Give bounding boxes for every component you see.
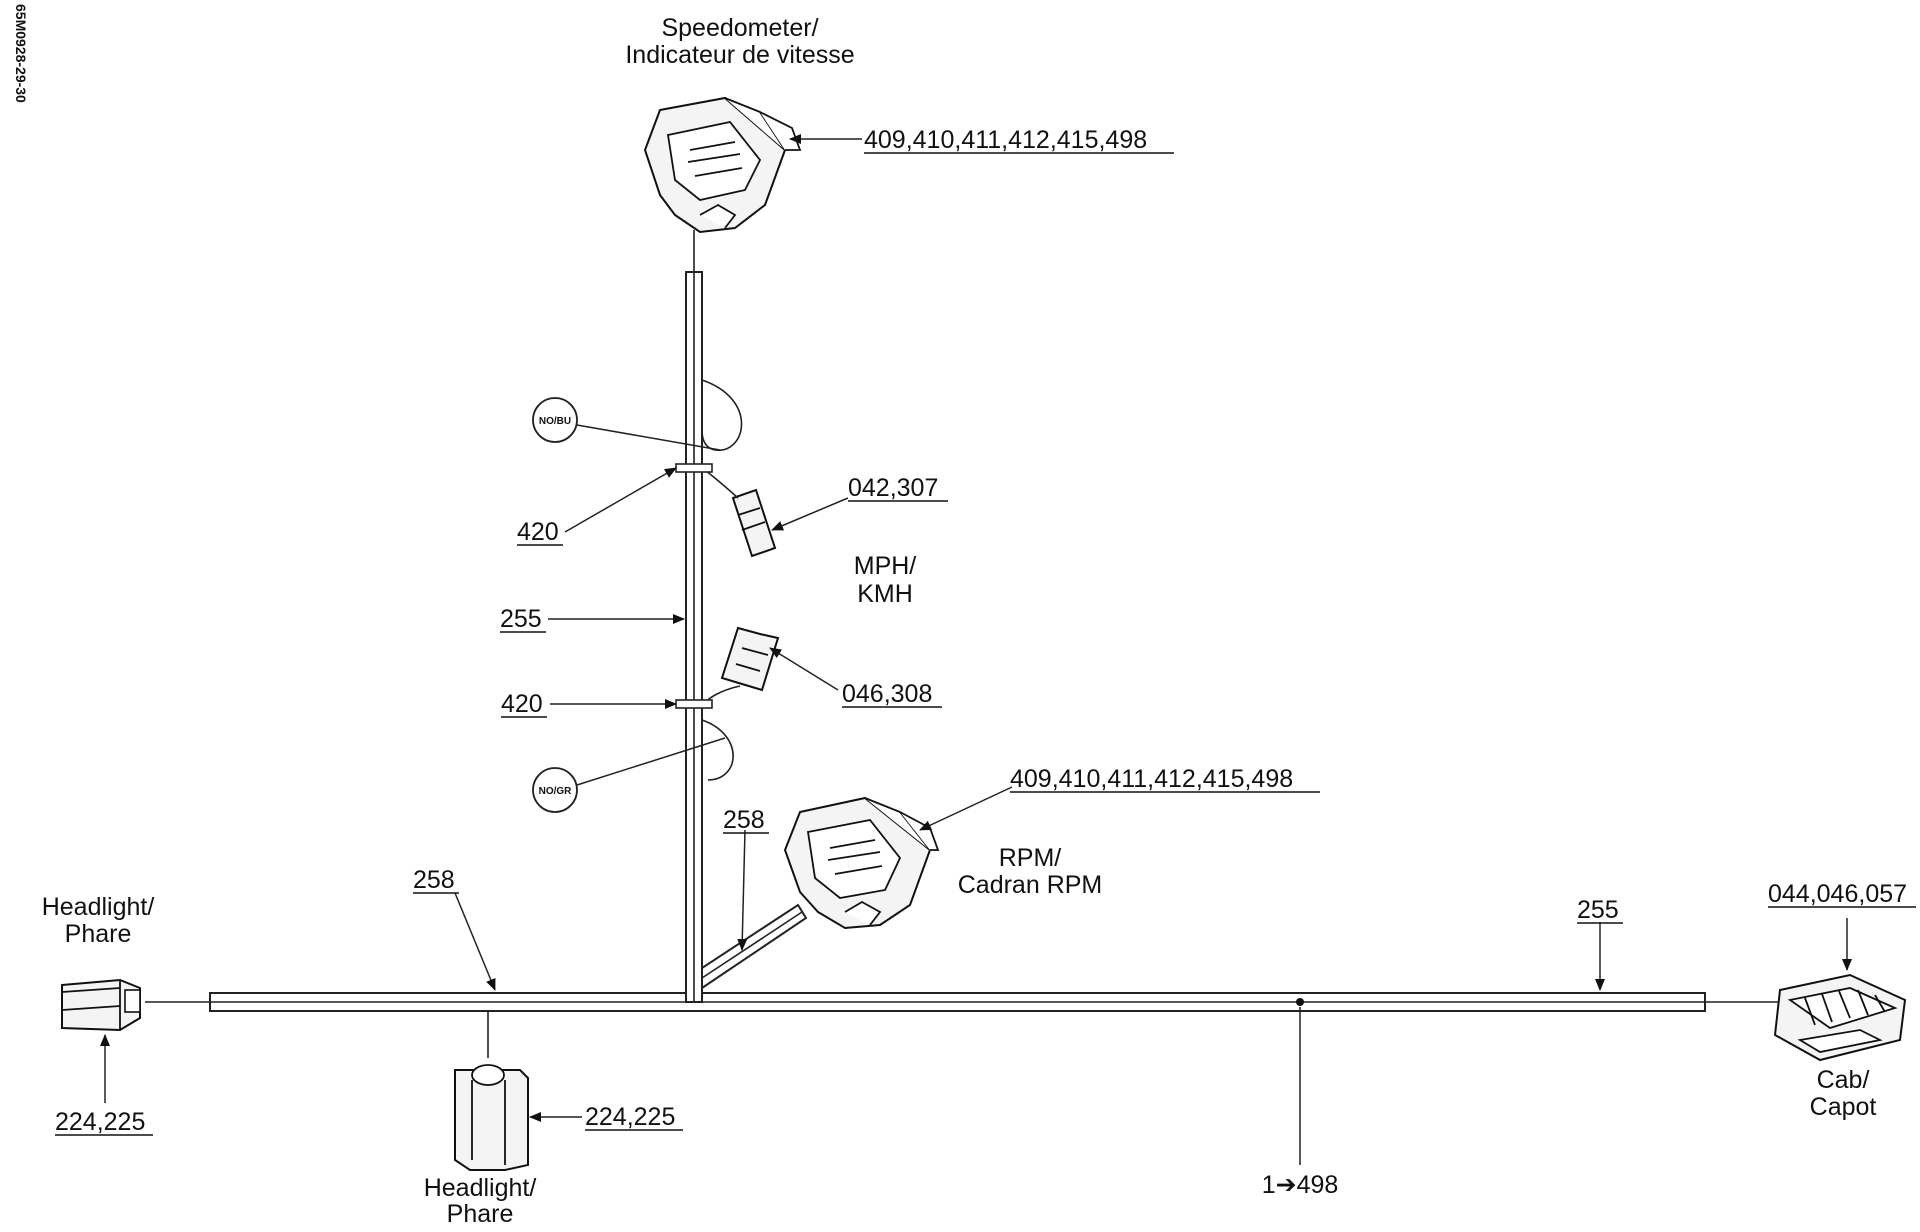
pn-right-harness: 255 bbox=[1577, 896, 1623, 924]
mph-connector-upper bbox=[701, 467, 777, 558]
cab-connector bbox=[1773, 973, 1907, 1062]
pn-mph-lower-text: 046,308 bbox=[842, 680, 932, 708]
pn-tie-lower: 420 bbox=[501, 690, 547, 718]
pn-rpm-connector-text: 409,410,411,412,415,498 bbox=[1010, 765, 1293, 793]
pn-vertical-harness-text: 255 bbox=[500, 605, 542, 633]
pn-headlight-bottom: 224,225 bbox=[585, 1103, 683, 1131]
pn-cab-connector: 044,046,057 bbox=[1768, 880, 1916, 908]
pn-vertical-harness: 255 bbox=[500, 605, 546, 633]
label-headlight-bottom-line1: Headlight/ bbox=[424, 1174, 537, 1202]
label-headlight-left: Headlight/ Phare bbox=[42, 893, 155, 948]
pn-tie-upper-text: 420 bbox=[517, 518, 559, 546]
label-mph: MPH/ KMH bbox=[854, 552, 917, 608]
label-headlight-left-line2: Phare bbox=[65, 920, 132, 948]
leaders bbox=[100, 134, 1852, 1165]
wire-loop-lower bbox=[701, 719, 734, 781]
pn-rpm-branch-text: 258 bbox=[723, 806, 765, 834]
label-headlight-left-line1: Headlight/ bbox=[42, 893, 155, 921]
pn-splice-text: 1➔498 bbox=[1262, 1171, 1339, 1199]
vertical-harness bbox=[685, 230, 703, 1003]
wire-loop-upper bbox=[701, 379, 743, 451]
speedometer-connector bbox=[643, 96, 802, 234]
pn-tie-upper: 420 bbox=[517, 518, 563, 546]
wire-color-no-bu: NO/BU bbox=[532, 397, 721, 451]
drawing-id: 65M0928-29-30 bbox=[13, 4, 29, 103]
label-headlight-bottom: Headlight/ Phare bbox=[424, 1174, 537, 1228]
pn-mph-upper: 042,307 bbox=[848, 474, 948, 502]
label-speedometer-line1: Speedometer/ bbox=[661, 14, 818, 42]
pn-headlight-left-text: 224,225 bbox=[55, 1108, 145, 1136]
pn-mph-lower: 046,308 bbox=[842, 680, 942, 708]
pn-splice: 1➔498 bbox=[1262, 1171, 1339, 1199]
wire-color-no-bu-text: NO/BU bbox=[539, 416, 571, 427]
label-mph-line2: KMH bbox=[857, 580, 913, 608]
rpm-connector bbox=[783, 796, 940, 930]
label-headlight-bottom-line2: Phare bbox=[447, 1200, 514, 1227]
label-speedometer-line2: Indicateur de vitesse bbox=[625, 41, 854, 69]
label-cab-line2: Capot bbox=[1810, 1093, 1877, 1121]
headlight-bottom-connector bbox=[454, 1011, 529, 1171]
pn-rpm-branch: 258 bbox=[723, 806, 769, 834]
cable-tie-lower bbox=[675, 699, 713, 709]
main-harness bbox=[145, 992, 1790, 1012]
pn-left-harness: 258 bbox=[413, 866, 459, 894]
pn-speedometer-connector: 409,410,411,412,415,498 bbox=[864, 126, 1174, 154]
pn-headlight-bottom-text: 224,225 bbox=[585, 1103, 675, 1131]
pn-headlight-left: 224,225 bbox=[55, 1108, 153, 1136]
pn-rpm-connector: 409,410,411,412,415,498 bbox=[1010, 765, 1320, 793]
label-mph-line1: MPH/ bbox=[854, 552, 917, 580]
mph-connector-lower bbox=[703, 626, 780, 707]
pn-tie-lower-text: 420 bbox=[501, 690, 543, 718]
pn-mph-upper-text: 042,307 bbox=[848, 474, 938, 502]
wire-color-no-gr: NO/GR bbox=[532, 737, 726, 813]
pn-cab-connector-text: 044,046,057 bbox=[1768, 880, 1907, 908]
label-cab: Cab/ Capot bbox=[1810, 1066, 1877, 1121]
label-rpm-line2: Cadran RPM bbox=[958, 871, 1103, 899]
label-rpm: RPM/ Cadran RPM bbox=[958, 844, 1103, 899]
label-speedometer: Speedometer/ Indicateur de vitesse bbox=[625, 14, 854, 69]
headlight-left-connector bbox=[61, 978, 141, 1032]
rpm-branch bbox=[701, 903, 808, 990]
cable-tie-upper bbox=[675, 463, 713, 473]
label-cab-line1: Cab/ bbox=[1817, 1066, 1870, 1094]
pn-speedometer-connector-text: 409,410,411,412,415,498 bbox=[864, 126, 1147, 154]
splice-dot bbox=[1296, 998, 1304, 1006]
wire-color-no-gr-text: NO/GR bbox=[539, 786, 573, 797]
pn-right-harness-text: 255 bbox=[1577, 896, 1619, 924]
pn-left-harness-text: 258 bbox=[413, 866, 455, 894]
label-rpm-line1: RPM/ bbox=[999, 844, 1062, 872]
